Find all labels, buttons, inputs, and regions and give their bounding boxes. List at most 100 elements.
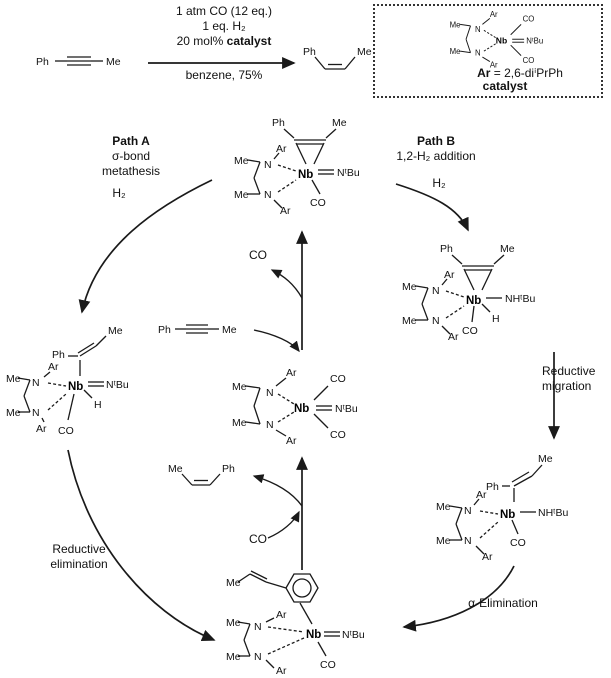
imido-ligand-label: NᵗBu [526, 37, 543, 46]
condition-co: 1 atm CO (12 eq.) [175, 4, 273, 18]
me-label: Me [222, 324, 237, 336]
catalyst-box [373, 4, 603, 98]
catalyst-caption: catalyst [482, 79, 528, 93]
me-backbone-label: Me [232, 381, 247, 393]
catalyst-loading: 20 mol% [176, 34, 227, 48]
hydride-label: H [94, 399, 102, 411]
nb-label: Nb [68, 381, 83, 393]
me-backbone-label: Me [226, 617, 241, 629]
ar-label: Ar [448, 331, 459, 343]
n-label: N [464, 505, 472, 517]
arene-imido-complex: Me Ar Me Me N N Ar Nb NᵗBu CO [226, 570, 365, 677]
me-backbone-label: Me [6, 373, 21, 385]
path-b-h2-label: H₂ [432, 176, 446, 190]
co-ligand-label: CO [320, 659, 336, 671]
me-label: Me [500, 243, 515, 255]
co-released-label: CO [249, 248, 267, 262]
ar-label: Ar [482, 551, 493, 563]
path-a-label: Path A σ-bond metathesis [72, 134, 190, 179]
reductive-elimination-line2: elimination [50, 557, 108, 571]
ar-label: Ar [36, 423, 47, 435]
n-label: N [266, 419, 274, 431]
ar-def-rest: = 2,6-diⁱPrPh [490, 66, 563, 80]
ar-label: Ar [476, 489, 487, 501]
me-backbone-label: Me [232, 417, 247, 429]
bonds [175, 324, 219, 334]
imido-ligand-label: NᵗBu [106, 379, 129, 391]
alkyne-imido-complex: Ph Me Ar Me Me N N Ar Nb NᵗBu CO [234, 117, 360, 217]
me-backbone-label: Me [6, 407, 21, 419]
me-label: Me [108, 325, 123, 337]
bonds [237, 570, 340, 669]
n-label: N [32, 377, 40, 389]
alkyne-amide-hydride-complex: Ph Me Ar Me Me N N Ar Nb NHᵗBu H CO [402, 243, 535, 343]
alpha-elimination-arrow [402, 565, 515, 632]
imido-ligand-label: NᵗBu [335, 403, 358, 415]
bonds [17, 335, 107, 423]
path-b-label: Path B 1,2-H₂ addition [378, 134, 494, 164]
benzene-ring-circle [292, 578, 312, 598]
ar-label: Ar [280, 205, 291, 217]
ph-label: Ph [36, 56, 49, 68]
me-backbone-label: Me [436, 535, 451, 547]
ar-label: Ar [48, 361, 59, 373]
co-added-label: CO [249, 532, 267, 546]
reductive-elimination-label: Reductive elimination [34, 542, 124, 572]
substrate-alkyne-structure: Ph Me [36, 56, 121, 68]
me-label: Me [538, 453, 553, 465]
nb-label: Nb [500, 509, 515, 521]
ar-label: Ar [276, 143, 287, 155]
ph-label: Ph [52, 349, 65, 361]
me-backbone-label: Me [450, 47, 461, 56]
alpha-elimination-label: α-Elimination [468, 596, 538, 610]
nb-label: Nb [496, 36, 507, 46]
ar-definition: Ar = 2,6-diⁱPrPh [440, 66, 600, 81]
path-a-arrow [78, 179, 213, 314]
reaction-conditions: 1 atm CO (12 eq.) 1 eq. H₂ 20 mol% catal… [148, 4, 300, 49]
co-ligand-label: CO [330, 373, 346, 385]
me-label: Me [332, 117, 347, 129]
nb-label: Nb [306, 629, 321, 641]
bonds [314, 56, 356, 70]
me-backbone-label: Me [226, 651, 241, 663]
bonds [460, 18, 525, 62]
me-backbone-label: Me [234, 155, 249, 167]
co-ligand-label: CO [462, 325, 478, 337]
co-ligand-label: CO [310, 197, 326, 209]
co-ligand-label: CO [510, 537, 526, 549]
nb-label: Nb [298, 169, 313, 181]
benzene-ring [285, 573, 319, 603]
reductive-elimination-arrow [67, 449, 216, 641]
nb-label: Nb [294, 403, 309, 415]
catalyst-structure: Me Me N N Ar Ar Nb CO NᵗBu CO [450, 10, 544, 70]
reductive-elimination-line1: Reductive [52, 542, 106, 556]
me-backbone-label: Me [234, 189, 249, 201]
ar-label: Ar [286, 435, 297, 447]
bonds [181, 473, 221, 486]
ar-label: Ar [276, 665, 287, 677]
path-a-title: Path A [112, 134, 150, 148]
amide-ligand-label: NHᵗBu [505, 293, 535, 305]
amide-ligand-label: NHᵗBu [538, 507, 568, 519]
ar-label: Ar [444, 269, 455, 281]
co-ligand-label: CO [523, 14, 535, 23]
me-label: Me [106, 56, 121, 68]
ph-label: Ph [272, 117, 285, 129]
bonds [247, 128, 337, 209]
free-cis-alkene-structure: Me Ph [168, 463, 235, 486]
ph-label: Ph [486, 481, 499, 493]
ar-label: Ar [286, 367, 297, 379]
catalyst-word: catalyst [226, 34, 272, 48]
reductive-migration-label: Reductive migration [542, 364, 611, 394]
path-b-arrow [395, 183, 469, 232]
ar-label: Ar [490, 10, 498, 19]
ph-label: Ph [222, 463, 235, 475]
n-label: N [475, 49, 481, 58]
ph-label: Ph [303, 46, 316, 58]
co-binding-arrow [267, 510, 300, 539]
n-label: N [266, 387, 274, 399]
condition-catalyst: 20 mol% catalyst [148, 34, 300, 49]
hydride-label: H [492, 313, 500, 325]
